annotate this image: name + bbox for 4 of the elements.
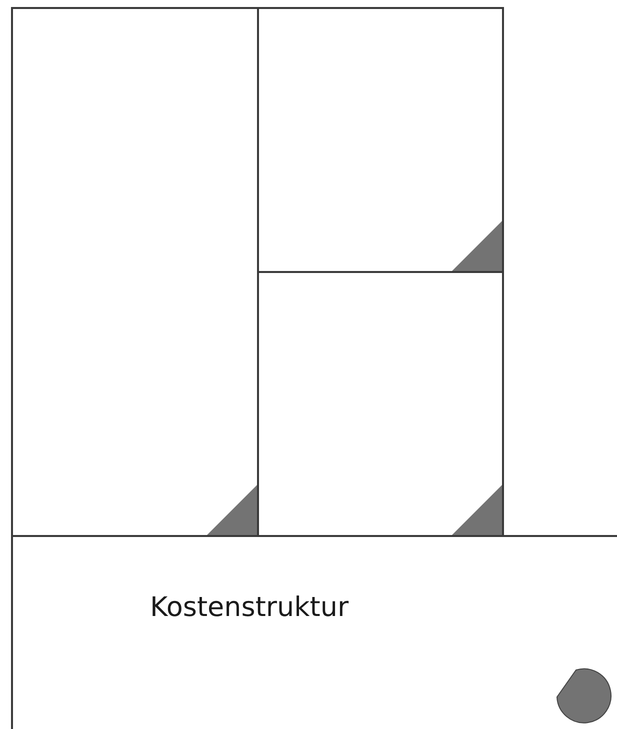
section-title: Kostenstruktur bbox=[150, 592, 349, 623]
canvas-box bbox=[11, 7, 259, 537]
canvas-section bbox=[11, 535, 617, 729]
canvas-box bbox=[257, 7, 504, 273]
